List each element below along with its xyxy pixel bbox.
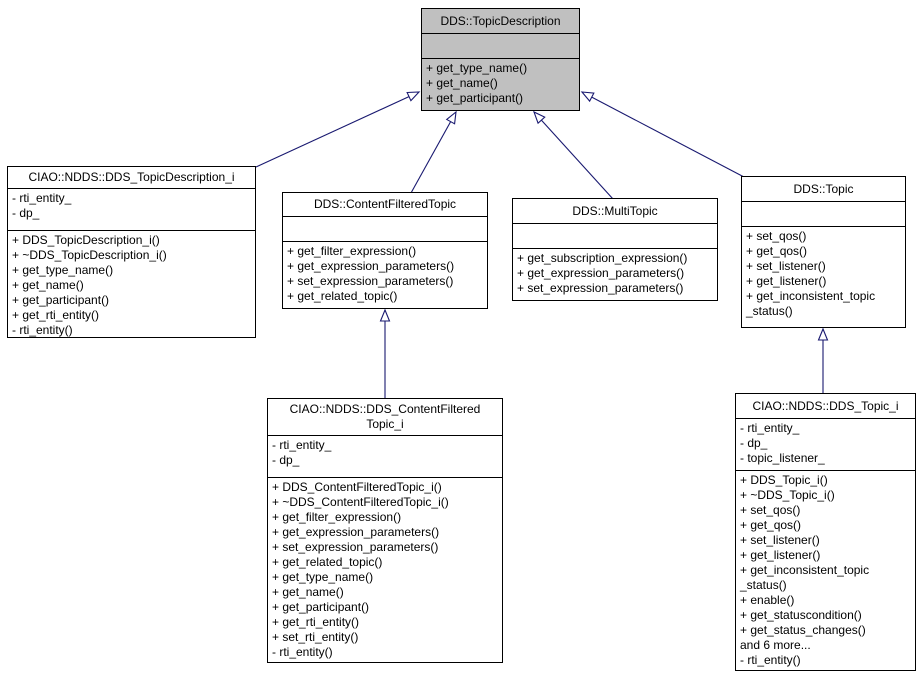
member-line: + set_expression_parameters() [287, 274, 454, 288]
class-methods: + get_filter_expression()+ get_expressio… [283, 241, 487, 308]
inheritance-arrow-topic-to-topicdescription [580, 91, 745, 178]
class-methods: + DDS_TopicDescription_i()+ ~DDS_TopicDe… [8, 230, 255, 337]
class-attributes [283, 216, 487, 241]
member-line: - rti_entity_ [272, 438, 332, 452]
class-box-dds-contentfilteredtopic[interactable]: DDS::ContentFilteredTopic + get_filter_e… [282, 192, 488, 309]
member-line: + get_listener() [740, 548, 821, 562]
member-line: + get_status_changes() [740, 623, 866, 637]
member-line: - rti_entity_ [740, 421, 800, 435]
member-line: + enable() [740, 593, 795, 607]
class-title: DDS::TopicDescription [440, 13, 561, 28]
member-line: + DDS_ContentFilteredTopic_i() [272, 480, 442, 494]
member-line: + get_related_topic() [272, 555, 383, 569]
member-line: + get_qos() [746, 244, 808, 258]
class-title: CIAO::NDDS::DDS_ContentFiltered Topic_i [289, 402, 481, 431]
member-line: + get_related_topic() [287, 289, 398, 303]
member-line: + get_filter_expression() [287, 244, 417, 258]
member-line: + set_qos() [746, 229, 807, 243]
inheritance-arrow-contentfilteredtopic-to-topicdescription [410, 110, 457, 194]
class-attributes [422, 33, 579, 58]
member-line: + set_expression_parameters() [517, 281, 684, 295]
member-line: + get_subscription_expression() [517, 251, 688, 265]
member-line: + set_listener() [746, 259, 826, 273]
class-methods: + get_subscription_expression()+ get_exp… [513, 248, 717, 300]
class-box-ciao-ndds-dds-topicdescription-i[interactable]: CIAO::NDDS::DDS_TopicDescription_i - rti… [7, 166, 256, 338]
class-box-dds-multitopic[interactable]: DDS::MultiTopic + get_subscription_expre… [512, 198, 718, 301]
class-title: DDS::Topic [793, 181, 854, 196]
member-line: + get_participant() [426, 91, 524, 105]
member-line: - dp_ [272, 453, 300, 467]
member-line: + get_type_name() [426, 61, 528, 75]
member-line: + get_listener() [746, 274, 827, 288]
class-attributes: - rti_entity_- dp_- topic_listener_ [736, 418, 915, 470]
member-line: + get_expression_parameters() [287, 259, 455, 273]
class-attributes [742, 201, 905, 226]
class-methods: + set_qos()+ get_qos()+ set_listener()+ … [742, 226, 905, 327]
member-line: + get_inconsistent_topic _status() [746, 289, 876, 318]
member-line: + get_name() [426, 76, 498, 90]
member-line: + get_type_name() [272, 570, 374, 584]
class-methods: + DDS_Topic_i()+ ~DDS_Topic_i()+ set_qos… [736, 470, 915, 670]
member-line: - rti_entity() [272, 645, 333, 659]
class-attributes: - rti_entity_- dp_ [8, 188, 255, 230]
inheritance-arrow-topicdescription-i-to-topicdescription [255, 91, 421, 168]
class-title: CIAO::NDDS::DDS_Topic_i [752, 398, 899, 413]
member-line: - rti_entity() [740, 653, 801, 667]
member-line: + get_name() [272, 585, 344, 599]
member-line: + get_type_name() [12, 263, 114, 277]
member-line: + get_rti_entity() [272, 615, 360, 629]
member-line: + get_participant() [272, 600, 370, 614]
inheritance-arrow-multitopic-to-topicdescription [533, 110, 614, 200]
class-box-ciao-ndds-dds-topic-i[interactable]: CIAO::NDDS::DDS_Topic_i - rti_entity_- d… [735, 393, 916, 671]
class-attributes: - rti_entity_- dp_ [268, 435, 502, 477]
member-line: - topic_listener_ [740, 451, 825, 465]
class-title: DDS::MultiTopic [572, 203, 658, 218]
member-line: + get_qos() [740, 518, 802, 532]
member-line: and 6 more... [740, 638, 811, 652]
member-line: - rti_entity() [12, 323, 73, 337]
class-methods: + DDS_ContentFilteredTopic_i()+ ~DDS_Con… [268, 477, 502, 662]
member-line: + get_rti_entity() [12, 308, 100, 322]
member-line: + DDS_TopicDescription_i() [12, 233, 160, 247]
member-line: + get_participant() [12, 293, 110, 307]
class-methods: + get_type_name()+ get_name()+ get_parti… [422, 58, 579, 110]
member-line: + ~DDS_ContentFilteredTopic_i() [272, 495, 449, 509]
class-attributes [513, 223, 717, 248]
member-line: - rti_entity_ [12, 191, 72, 205]
member-line: - dp_ [740, 436, 768, 450]
class-box-ciao-ndds-dds-contentfilteredtopic-i[interactable]: CIAO::NDDS::DDS_ContentFiltered Topic_i … [267, 398, 503, 663]
member-line: + set_listener() [740, 533, 820, 547]
member-line: + set_expression_parameters() [272, 540, 439, 554]
member-line: + set_rti_entity() [272, 630, 359, 644]
member-line: + ~DDS_TopicDescription_i() [12, 248, 167, 262]
member-line: + ~DDS_Topic_i() [740, 488, 835, 502]
member-line: + get_name() [12, 278, 84, 292]
member-line: + get_filter_expression() [272, 510, 402, 524]
member-line: + set_qos() [740, 503, 801, 517]
member-line: + get_inconsistent_topic _status() [740, 563, 870, 592]
member-line: - dp_ [12, 206, 40, 220]
member-line: + get_expression_parameters() [272, 525, 440, 539]
class-title: CIAO::NDDS::DDS_TopicDescription_i [28, 170, 235, 184]
member-line: + get_expression_parameters() [517, 266, 685, 280]
class-box-dds-topicdescription: DDS::TopicDescription + get_type_name()+… [421, 8, 580, 111]
class-title: DDS::ContentFilteredTopic [313, 197, 457, 211]
member-line: + get_statuscondition() [740, 608, 862, 622]
member-line: + DDS_Topic_i() [740, 473, 828, 487]
class-box-dds-topic[interactable]: DDS::Topic + set_qos()+ get_qos()+ set_l… [741, 176, 906, 328]
